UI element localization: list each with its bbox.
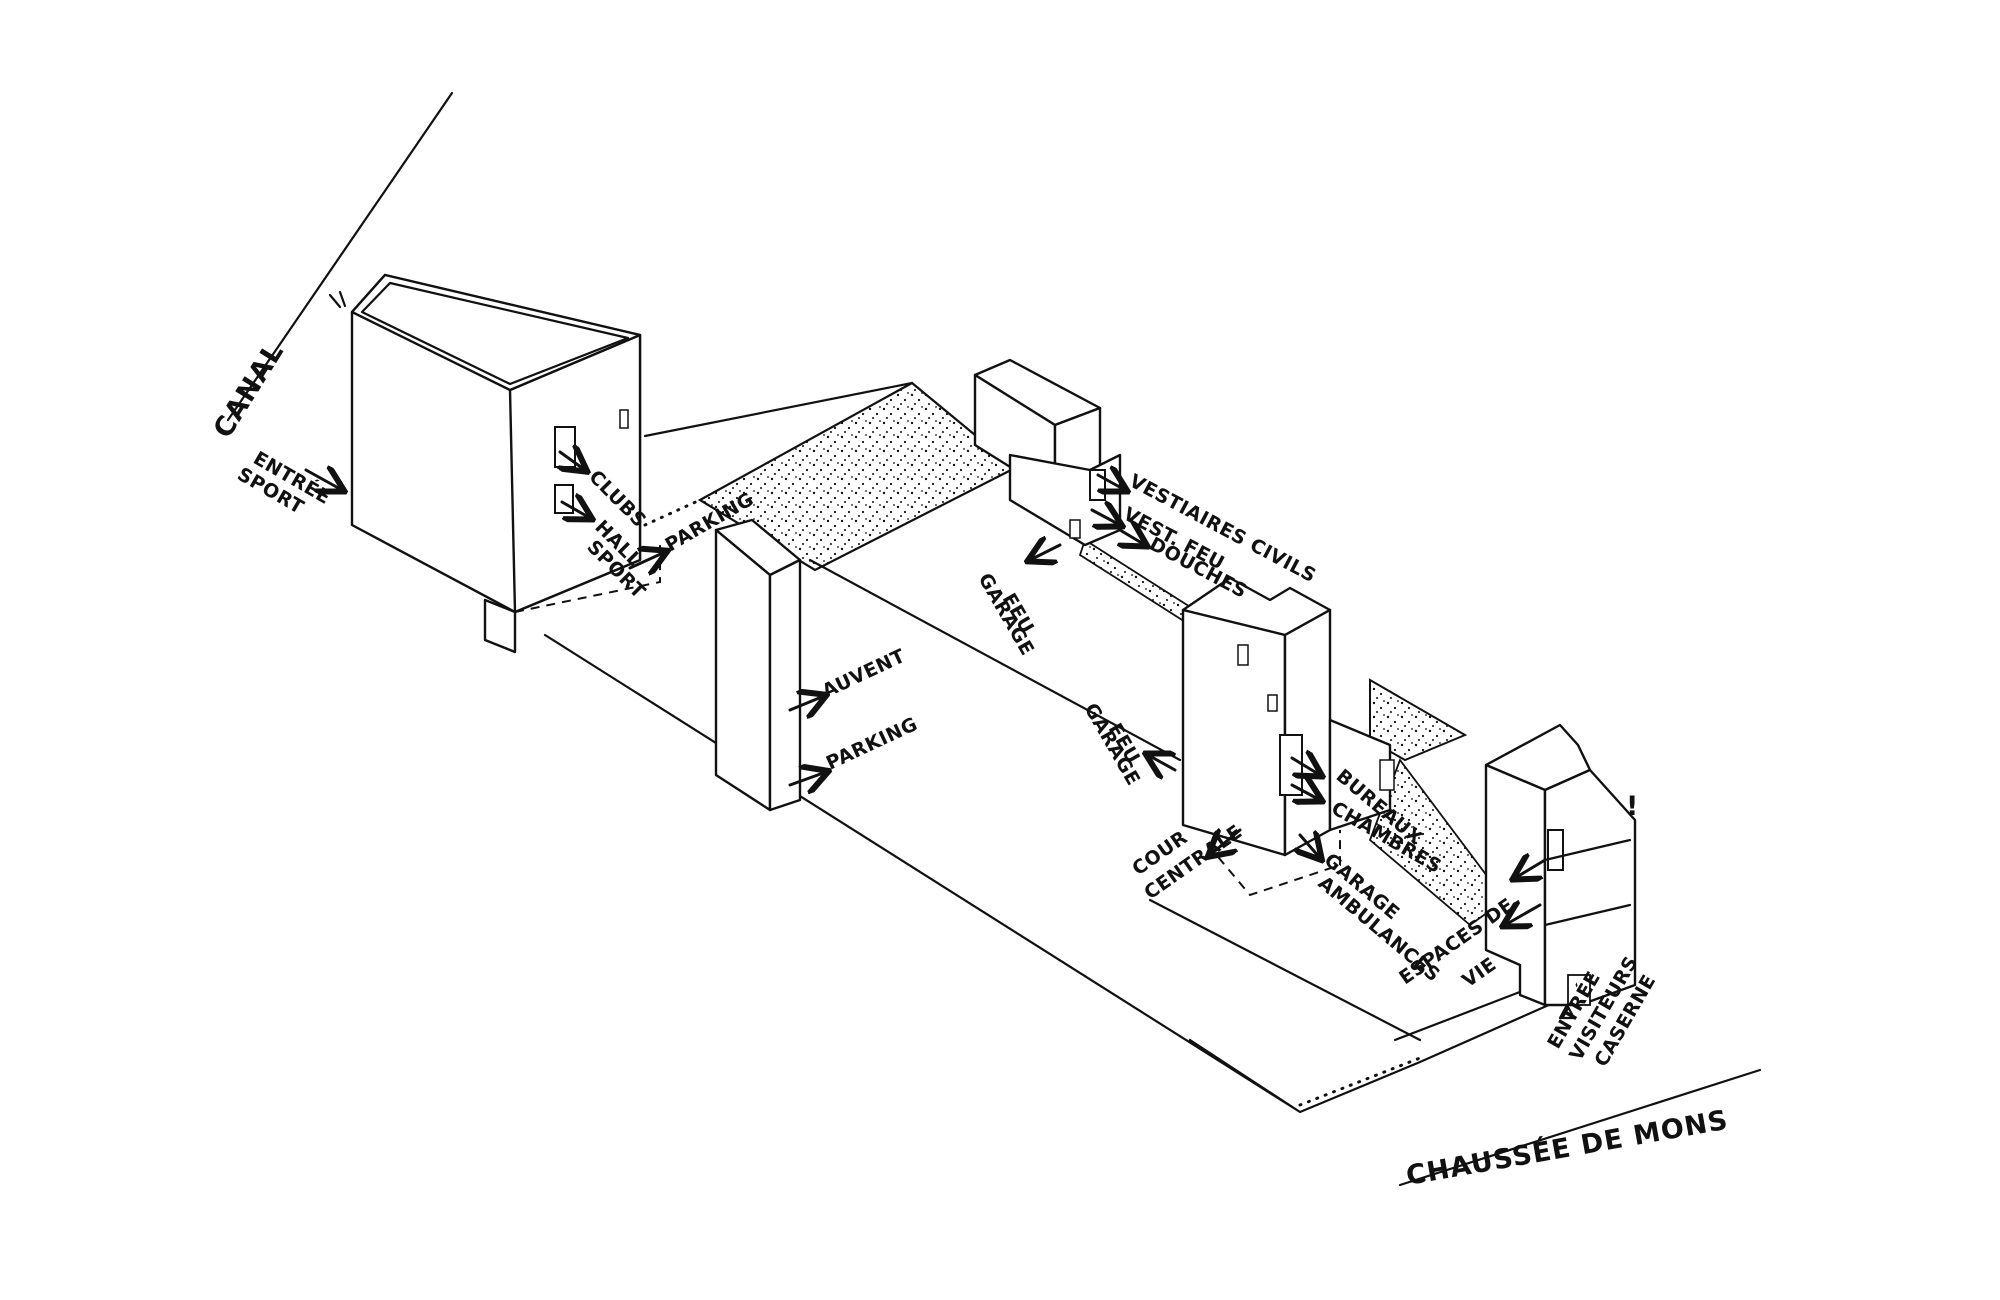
link-line-mid <box>808 558 1182 762</box>
building-sport-hall <box>350 273 702 654</box>
street-edge-line <box>1398 1068 1762 1187</box>
label-exclaim: ! <box>1626 791 1639 822</box>
site-boundary-inner <box>1148 898 1422 1042</box>
building-vestiaires <box>973 358 1122 547</box>
building-bureaux <box>1181 576 1395 897</box>
site-boundary-right <box>1393 988 1527 1042</box>
courtyard-stipple-right <box>1369 678 1468 762</box>
canal-edge-line <box>226 91 454 422</box>
street-label-chaussee: CHAUSSÉE DE MONS <box>1404 1104 1731 1192</box>
building-espaces-de-vie <box>1484 723 1637 1007</box>
label-espaces-de-vie-2: VIE <box>1458 953 1500 992</box>
flow-arrows <box>304 452 1576 1020</box>
site-boundary-dotted <box>1298 1056 1422 1107</box>
link-line-top <box>643 381 914 438</box>
label-auvent: AUVENT <box>819 645 909 703</box>
label-parking-mid: PARKING <box>823 713 921 774</box>
canal-tick-marks <box>328 290 347 309</box>
building-auvent-tower <box>714 518 802 812</box>
street-label-canal: CANAL <box>208 337 291 444</box>
site-boundary <box>543 633 1562 1114</box>
